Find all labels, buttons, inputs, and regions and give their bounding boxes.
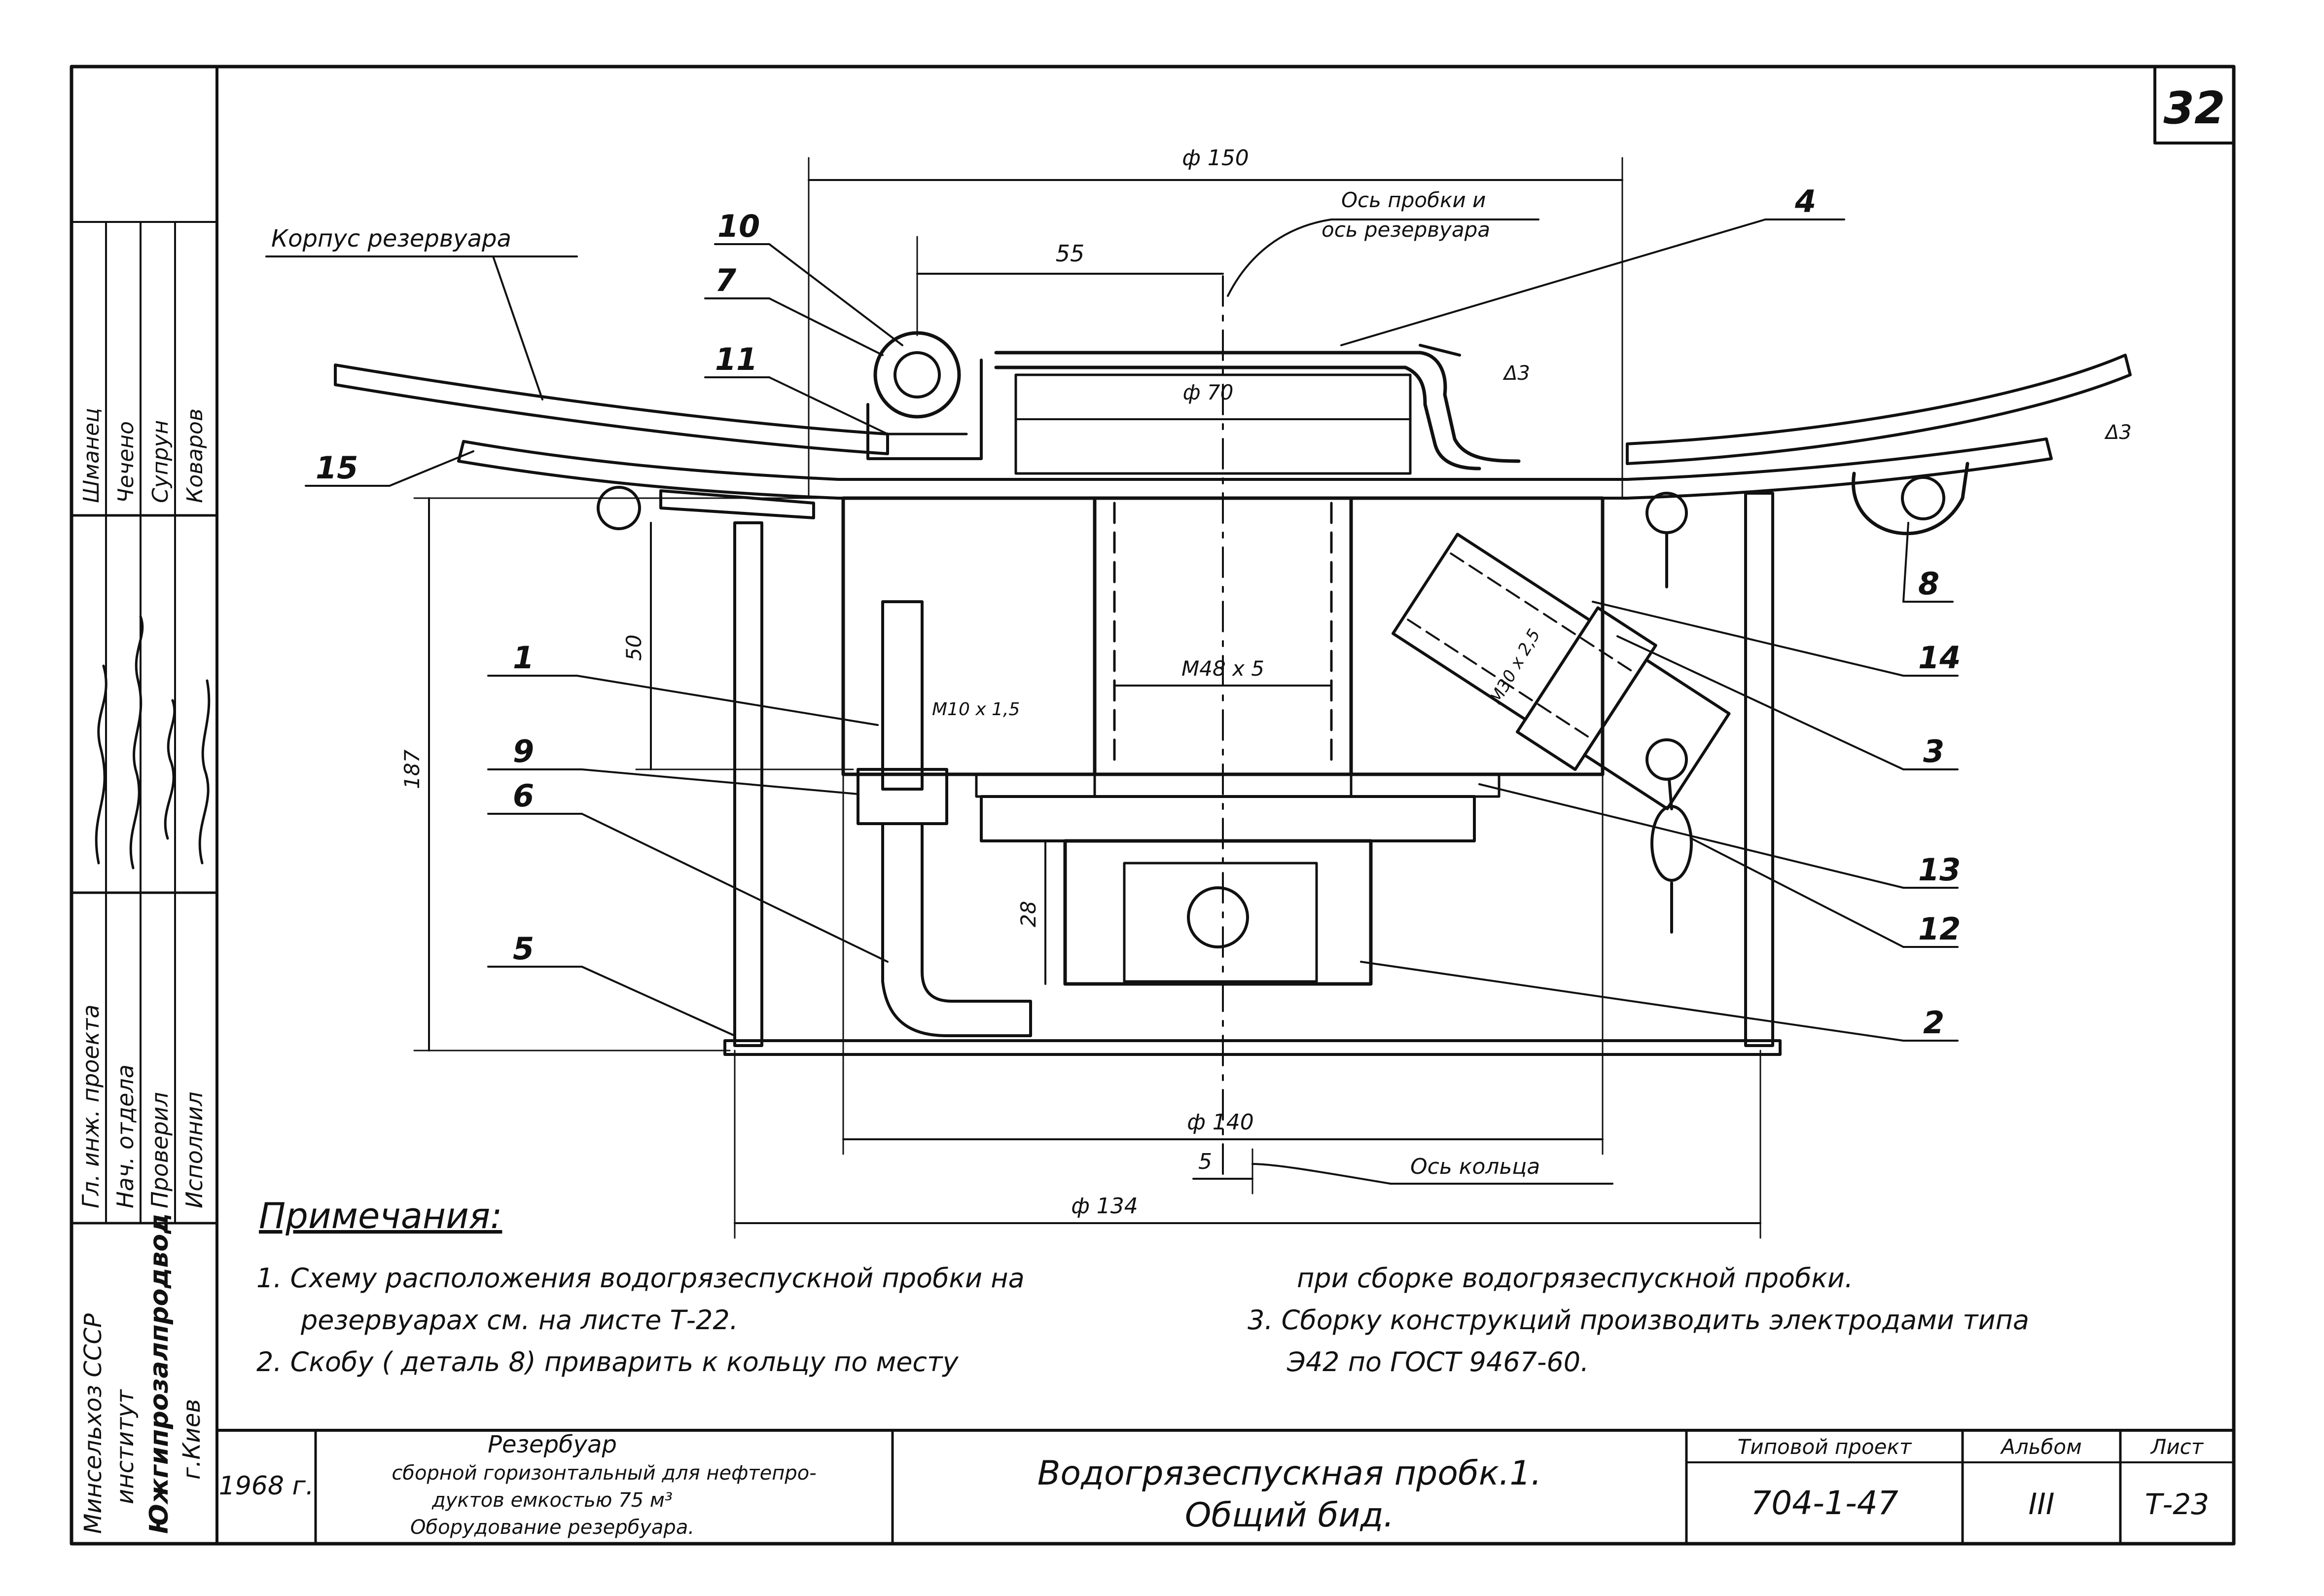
drawing-title-2: Общий бид.	[1185, 1496, 1394, 1535]
dim-d140: ф 140	[1187, 1110, 1254, 1135]
sheet-label: Лист	[2150, 1435, 2204, 1459]
role-head-dept: Нач. отдела	[112, 1064, 139, 1208]
hinge-assembly	[866, 331, 983, 460]
role-checked: Проверил	[146, 1092, 173, 1208]
callout-3: 3	[1923, 733, 1944, 769]
note-2a: 2. Скобу ( деталь 8) приварить к кольцу …	[256, 1346, 959, 1378]
chain	[1645, 738, 1693, 934]
year: 1968 г.	[219, 1471, 314, 1501]
dim-d70: ф 70	[1183, 380, 1234, 404]
callout-numbers: 1 2 3 4 5 6 7 8 9 10 11 12 13 14 15	[316, 183, 1961, 1041]
anchor-bolt	[857, 600, 1032, 1037]
label-roof: Корпус резервуара	[271, 225, 511, 253]
callout-10: 10	[717, 208, 760, 244]
callout-6: 6	[513, 778, 534, 814]
note-3b: Э42 по ГОСТ 9467-60.	[1287, 1346, 1589, 1378]
inclined-fitting	[1391, 533, 1731, 810]
role-executed: Исполнил	[181, 1091, 208, 1208]
note-1a: 1. Схему расположения водогрязеспускной …	[256, 1263, 1025, 1294]
side-block	[70, 221, 218, 1225]
dim-55: 55	[1056, 240, 1085, 267]
label-leaders	[265, 218, 1613, 1185]
thread-m48: М48 х 5	[1181, 656, 1264, 681]
callout-leaders	[305, 218, 1959, 1042]
callout-1: 1	[513, 640, 534, 676]
tank-roof-shell	[334, 354, 2132, 519]
callout-11: 11	[715, 341, 757, 377]
title-block	[215, 1429, 2235, 1545]
name-4: Коваров	[182, 408, 208, 503]
side-org: Минсельхоз СССР институт Южгипрозалпродв…	[79, 1213, 206, 1534]
outer-ring	[723, 492, 1782, 1056]
signatures	[95, 615, 211, 870]
org-line-2: институт	[111, 1389, 139, 1504]
notes-heading: Примечания:	[259, 1195, 502, 1236]
dim-5: 5	[1198, 1149, 1212, 1174]
callout-14: 14	[1918, 640, 1961, 676]
sheet-frame	[70, 65, 2236, 1546]
drawing-title-1: Водогрязеспускная пробк.1.	[1037, 1454, 1542, 1493]
dim-d150: ф 150	[1182, 145, 1249, 171]
callout-8: 8	[1918, 566, 1939, 602]
label-axis-plug-2: ось резервуара	[1322, 218, 1490, 242]
note-1b: резервуарах см. на листе Т-22.	[300, 1305, 738, 1336]
dimension-lines	[413, 157, 1761, 1239]
dim-28: 28	[1016, 901, 1040, 927]
callout-7: 7	[715, 262, 737, 298]
album-label: Альбом	[2000, 1435, 2082, 1459]
thread-m10: М10 х 1,5	[932, 699, 1020, 720]
project-code: 704-1-47	[1751, 1484, 1898, 1522]
label-axis-plug-1: Ось пробки и	[1341, 188, 1486, 212]
callout-15: 15	[316, 450, 358, 486]
side-names: Шманец Чечено Супрун Коваров	[79, 408, 208, 503]
org-line-4: г.Киев	[178, 1399, 206, 1480]
project-label: Типовой проект	[1738, 1435, 1912, 1459]
dim-187: 187	[400, 750, 424, 789]
top-cover	[994, 344, 1521, 475]
bracket-detail-8	[1851, 462, 1969, 536]
note-3a: 3. Сборку конструкций производить электр…	[1248, 1305, 2029, 1336]
callout-9: 9	[513, 733, 534, 769]
sheet-value: Т-23	[2145, 1487, 2209, 1521]
callout-2: 2	[1923, 1005, 1944, 1041]
note-2b: при сборке водогрязеспускной пробки.	[1297, 1263, 1853, 1294]
name-1: Шманец	[79, 408, 104, 503]
callout-5: 5	[513, 931, 534, 967]
page-number: 32	[2163, 82, 2225, 134]
side-roles: Гл. инж. проекта Нач. отдела Проверил Ис…	[77, 1005, 208, 1208]
album-value: III	[2028, 1487, 2054, 1522]
project-line-4: Оборудование резербуара.	[410, 1516, 694, 1539]
project-line-2: сборной горизонтальный для нефтепро-	[392, 1462, 816, 1485]
role-chief-engineer: Гл. инж. проекта	[77, 1005, 104, 1208]
pins	[597, 486, 1688, 588]
thread-m30: М30 х 2,5	[1486, 626, 1544, 708]
org-line-3: Южгипрозалпродвод	[144, 1213, 174, 1534]
project-line-1: Резербуар	[488, 1431, 617, 1458]
callout-13: 13	[1918, 852, 1961, 888]
weld-mark-1: Δ3	[1502, 362, 1530, 385]
project-line-3: дуктов емкостью 75 м³	[431, 1489, 673, 1512]
dim-50: 50	[622, 635, 646, 661]
label-axis-ring: Ось кольца	[1410, 1154, 1540, 1179]
weld-mark-2: Δ3	[2104, 421, 2132, 444]
name-2: Чечено	[113, 421, 139, 503]
callout-4: 4	[1794, 183, 1816, 219]
org-line-1: Минсельхоз СССР	[79, 1313, 107, 1534]
dim-d134: ф 134	[1071, 1194, 1138, 1219]
callout-12: 12	[1918, 911, 1961, 947]
name-3: Супрун	[148, 420, 173, 503]
